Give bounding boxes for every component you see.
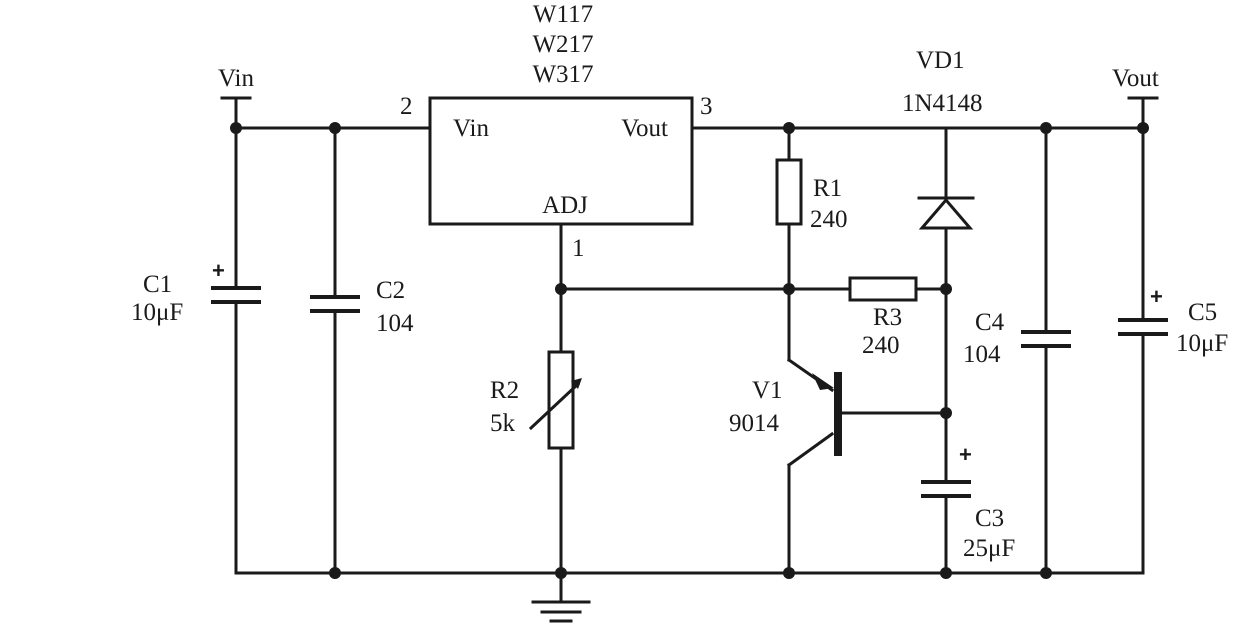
resistor-r3: R3 240 xyxy=(848,276,918,359)
capacitor-c4: C4 104 xyxy=(963,309,1071,368)
junction-dot xyxy=(230,122,242,134)
junction-dot xyxy=(329,567,341,579)
c3-polarity: + xyxy=(959,442,972,467)
regulator-model-3: W317 xyxy=(532,61,593,88)
r2-name: R2 xyxy=(490,377,519,404)
adjust-arrow-icon xyxy=(571,378,582,389)
junction-dot xyxy=(783,567,795,579)
c5-polarity: + xyxy=(1150,284,1163,309)
c3-value: 25μF xyxy=(963,535,1015,562)
c5-name: C5 xyxy=(1188,299,1217,326)
c1-value: 10μF xyxy=(131,299,183,326)
junction-dots xyxy=(230,122,1149,579)
regulator-pin-out-number: 3 xyxy=(700,93,713,120)
junction-dot xyxy=(940,283,952,295)
regulator-model-2: W217 xyxy=(532,31,593,58)
regulator-pin-in-number: 2 xyxy=(400,93,413,120)
c3-name: C3 xyxy=(975,505,1004,532)
junction-dot xyxy=(1040,567,1052,579)
emitter-arrow-icon xyxy=(812,373,834,390)
potentiometer-r2: R2 5k xyxy=(490,350,582,450)
diode-vd1: VD1 1N4148 xyxy=(902,47,983,230)
junction-dot xyxy=(555,567,567,579)
regulator-ic: W117 W217 W317 Vin Vout ADJ 2 3 1 xyxy=(400,1,713,262)
c1-polarity: + xyxy=(212,258,225,283)
r1-name: R1 xyxy=(813,175,842,202)
r1-value: 240 xyxy=(810,206,848,233)
capacitor-c2: C2 104 xyxy=(310,277,414,337)
r3-name: R3 xyxy=(873,304,902,331)
c4-value: 104 xyxy=(963,341,1001,368)
c2-name: C2 xyxy=(376,277,405,304)
regulator-pin-out-label: Vout xyxy=(621,115,668,142)
junction-dot xyxy=(555,283,567,295)
junction-dot xyxy=(1137,122,1149,134)
wires xyxy=(220,96,1159,623)
c2-value: 104 xyxy=(376,310,414,337)
regulator-model-1: W117 xyxy=(533,1,593,28)
regulator-pin-adj-number: 1 xyxy=(572,235,585,262)
c1-name: C1 xyxy=(143,271,172,298)
junction-dot xyxy=(1040,122,1052,134)
regulator-pin-in-label: Vin xyxy=(453,115,489,142)
v1-value: 9014 xyxy=(729,410,780,437)
junction-dot xyxy=(783,122,795,134)
input-terminal-label: Vin xyxy=(218,65,254,92)
regulator-pin-adj-label: ADJ xyxy=(542,192,588,219)
capacitor-c3: + C3 25μF xyxy=(921,442,1015,562)
junction-dot xyxy=(783,283,795,295)
c4-name: C4 xyxy=(975,309,1005,336)
junction-dot xyxy=(940,567,952,579)
regulator-body xyxy=(428,96,694,226)
capacitor-c1: + C1 10μF xyxy=(131,258,261,326)
vd1-value: 1N4148 xyxy=(902,90,983,117)
capacitor-c5: + C5 10μF xyxy=(1118,284,1228,357)
c5-value: 10μF xyxy=(1176,330,1228,357)
resistor-r1: R1 240 xyxy=(775,158,848,233)
v1-name: V1 xyxy=(752,377,783,404)
output-terminal-label: Vout xyxy=(1112,65,1159,92)
transistor-v1: V1 9014 xyxy=(729,372,842,456)
r2-value: 5k xyxy=(490,410,516,437)
vd1-name: VD1 xyxy=(916,47,965,74)
r3-value: 240 xyxy=(862,332,900,359)
junction-dot xyxy=(940,407,952,419)
junction-dot xyxy=(329,122,341,134)
